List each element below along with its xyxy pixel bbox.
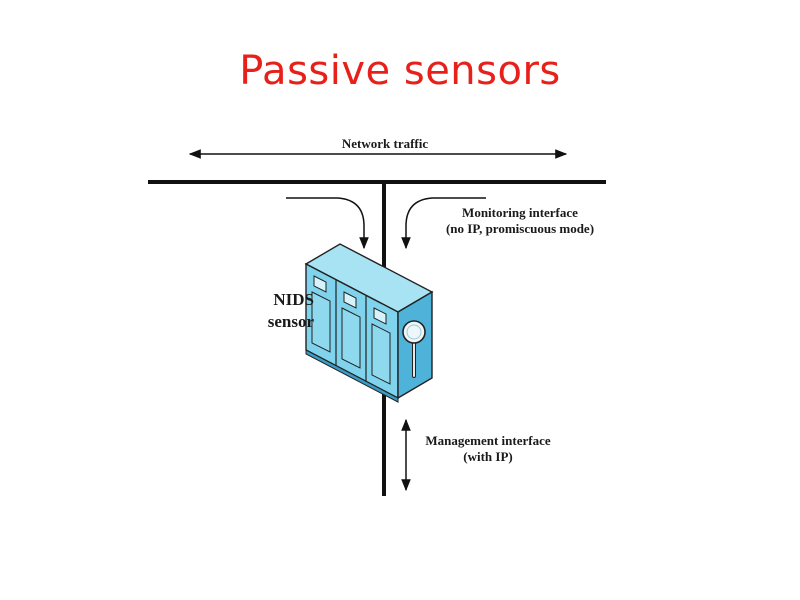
monitoring-interface-line1: Monitoring interface xyxy=(462,205,578,220)
management-interface-line1: Management interface xyxy=(425,433,551,448)
monitoring-arrow-right xyxy=(401,197,486,250)
slide-title: Passive sensors xyxy=(239,48,561,94)
nids-sensor-label: NIDS sensor xyxy=(228,289,314,333)
management-interface-line2: (with IP) xyxy=(463,449,513,465)
nids-sensor-device xyxy=(304,243,434,403)
monitoring-arrow-left xyxy=(286,197,369,250)
network-traffic-label: Network traffic xyxy=(341,136,429,151)
monitoring-interface-line2: (no IP, promiscuous mode) xyxy=(445,221,595,237)
management-interface-label: Management interface (with IP) xyxy=(398,433,578,466)
magnifier-icon xyxy=(402,320,426,378)
nids-sensor-line1: NIDS xyxy=(273,290,314,309)
nids-sensor-line2: sensor xyxy=(267,312,314,332)
monitoring-interface-label: Monitoring interface (no IP, promiscuous… xyxy=(420,205,620,238)
